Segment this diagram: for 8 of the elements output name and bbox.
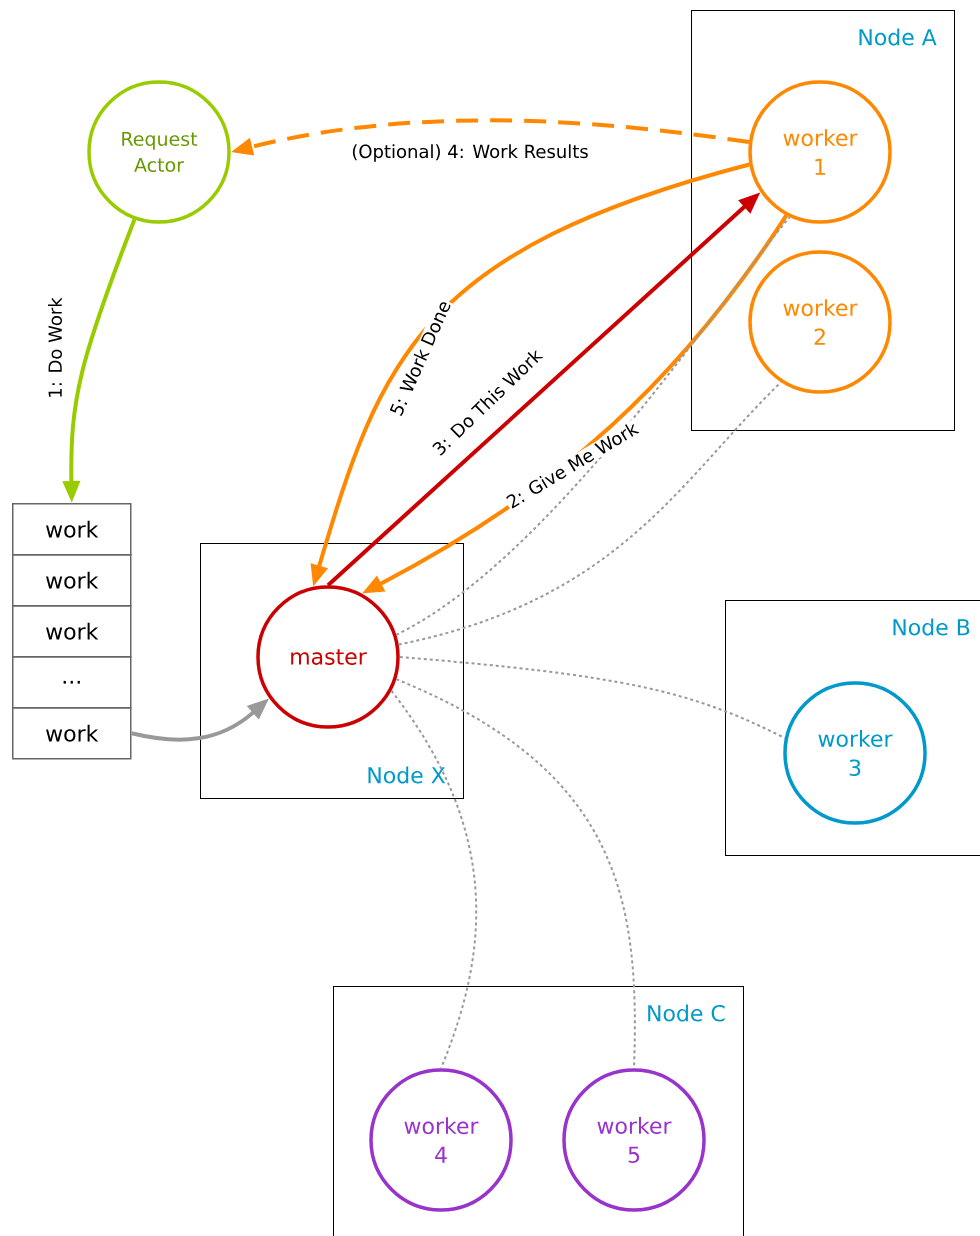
edge-label: (Optional) 4: Work Results [350,143,590,163]
queue-cell: work [12,554,132,607]
edge-label: 1: Do Work [47,296,63,400]
queue-cell: work [12,503,132,556]
edge-label: 2: Give Me Work [503,419,641,511]
queue-cell: work [12,707,132,760]
queue-cell: work [12,605,132,658]
queue-cell: ... [12,656,132,709]
